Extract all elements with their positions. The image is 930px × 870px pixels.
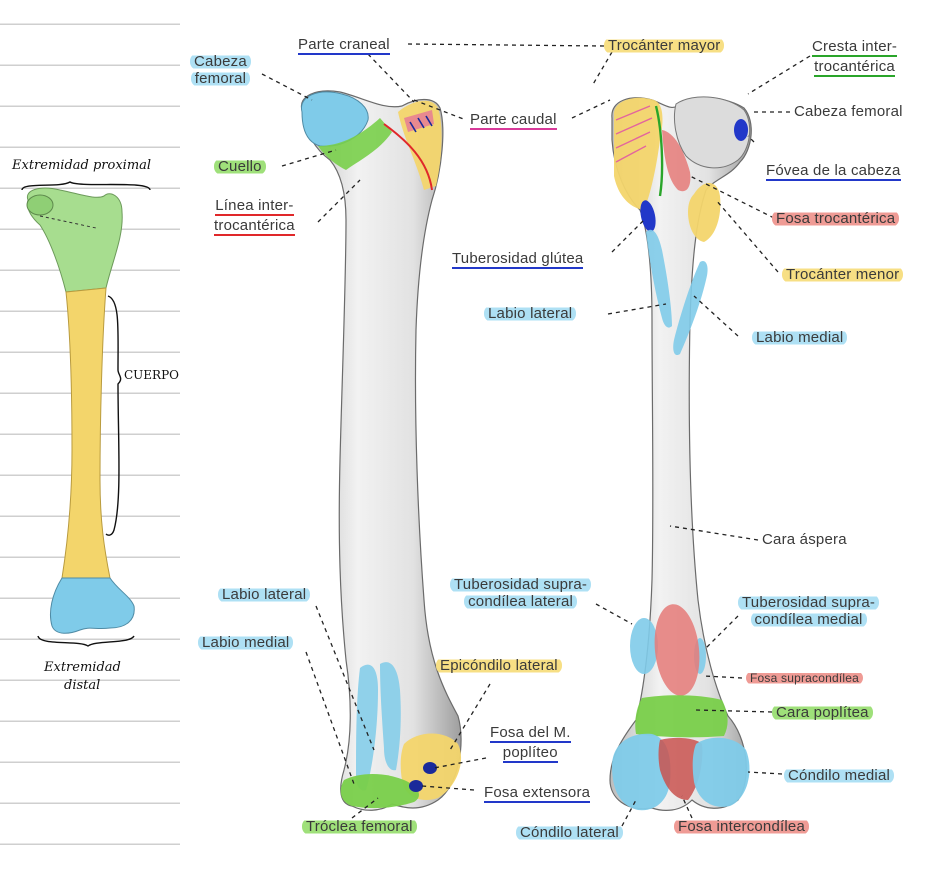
label-labio-medial-bottom: Labio medial <box>198 634 294 651</box>
label-cabeza-femoral-right: Cabeza femoral <box>794 103 903 120</box>
label-epicondilo-lateral: Epicóndilo lateral <box>436 657 562 674</box>
label-fosa-supracondilea: Fosa supracondílea <box>746 670 863 687</box>
label-labio-lateral-top: Labio lateral <box>484 305 577 322</box>
label-trocanter-menor: Trocánter menor <box>782 266 904 283</box>
femur-caudal-popliteal-surface <box>635 695 728 738</box>
femur-caudal-labio-medial <box>673 260 708 356</box>
femur-cranial-trochlea <box>340 774 419 809</box>
label-parte-craneal: Parte craneal <box>298 36 390 55</box>
label-cara-aspera: Cara áspera <box>762 531 847 548</box>
femur-caudal-gluteal-tuberosity <box>640 200 656 232</box>
small-femur-diagram <box>26 187 135 634</box>
label-cara-poplitea: Cara poplítea <box>772 704 873 721</box>
small-femur-body-region <box>61 287 111 579</box>
femur-caudal-intercondylar-fossa <box>658 737 703 800</box>
hand-extremidad-distal-2: distal <box>64 678 101 693</box>
femur-caudal-view <box>609 96 752 811</box>
femur-cranial-extensor-fossa <box>409 780 423 792</box>
label-troclea-femoral: Tróclea femoral <box>302 818 417 835</box>
label-cuello: Cuello <box>214 158 266 175</box>
label-labio-medial-top: Labio medial <box>752 329 848 346</box>
femur-caudal-lateral-supracondylar-tuberosity <box>630 618 658 674</box>
femur-caudal-trochanteric-fossa <box>662 130 691 192</box>
label-trocanter-mayor: Trocánter mayor <box>604 37 725 54</box>
femur-caudal-lesser-trochanter <box>688 182 721 242</box>
label-fosa-extensora: Fosa extensora <box>484 784 591 803</box>
small-femur-distal-region <box>49 577 135 634</box>
label-cresta-intertrocanterica: Cresta inter- trocantérica <box>812 38 898 77</box>
label-condilo-lateral: Cóndilo lateral <box>516 824 623 841</box>
femur-caudal-greater-trochanter <box>613 97 663 210</box>
femur-caudal-head <box>673 96 751 169</box>
label-fosa-trocanterica: Fosa trocantérica <box>772 210 900 227</box>
label-tub-supracondilea-medial: Tuberosidad supra- condílea medial <box>738 594 880 628</box>
label-condilo-medial: Cóndilo medial <box>784 767 895 784</box>
femur-cranial-popliteus-fossa <box>423 762 437 774</box>
label-linea-intertrocanterica: Línea inter- trocantérica <box>214 197 295 236</box>
small-femur-head <box>26 194 54 216</box>
hand-extremidad-distal-1: Extremidad <box>44 660 121 675</box>
femur-cranial-view <box>300 90 462 811</box>
femur-cranial-labio-medial <box>380 662 401 771</box>
hand-cuerpo: CUERPO <box>124 368 180 382</box>
femur-cranial-labio-lateral <box>356 664 378 791</box>
femur-caudal-lateral-condyle <box>612 733 671 811</box>
femur-cranial-intertrochanteric-line <box>383 123 433 191</box>
label-tub-supracondilea-lateral: Tuberosidad supra- condílea lateral <box>450 576 592 610</box>
label-tuberosidad-glutea: Tuberosidad glútea <box>452 250 584 269</box>
label-labio-lateral-bottom: Labio lateral <box>218 586 311 603</box>
femur-caudal-fovea <box>734 119 748 141</box>
leader-lines <box>261 43 811 827</box>
femur-caudal-labio-lateral <box>646 229 672 328</box>
label-fosa-intercondilea: Fosa intercondílea <box>674 818 810 835</box>
small-femur-proximal-region <box>26 187 123 293</box>
femur-cranial-neck <box>318 118 392 170</box>
femur-cranial-outline <box>300 90 462 811</box>
femur-caudal-medial-condyle <box>692 737 750 807</box>
femur-caudal-supracondylar-fossa <box>654 604 700 696</box>
label-cabeza-femoral: Cabeza femoral <box>190 53 251 87</box>
label-fosa-popliteo: Fosa del M. poplíteo <box>490 724 571 763</box>
femur-cranial-head <box>301 91 369 147</box>
hand-extremidad-proximal: Extremidad proximal <box>12 158 152 173</box>
label-fovea-cabeza: Fóvea de la cabeza <box>766 162 901 181</box>
femur-caudal-intertrochanteric-crest <box>654 105 664 197</box>
label-parte-caudal: Parte caudal <box>470 111 557 130</box>
